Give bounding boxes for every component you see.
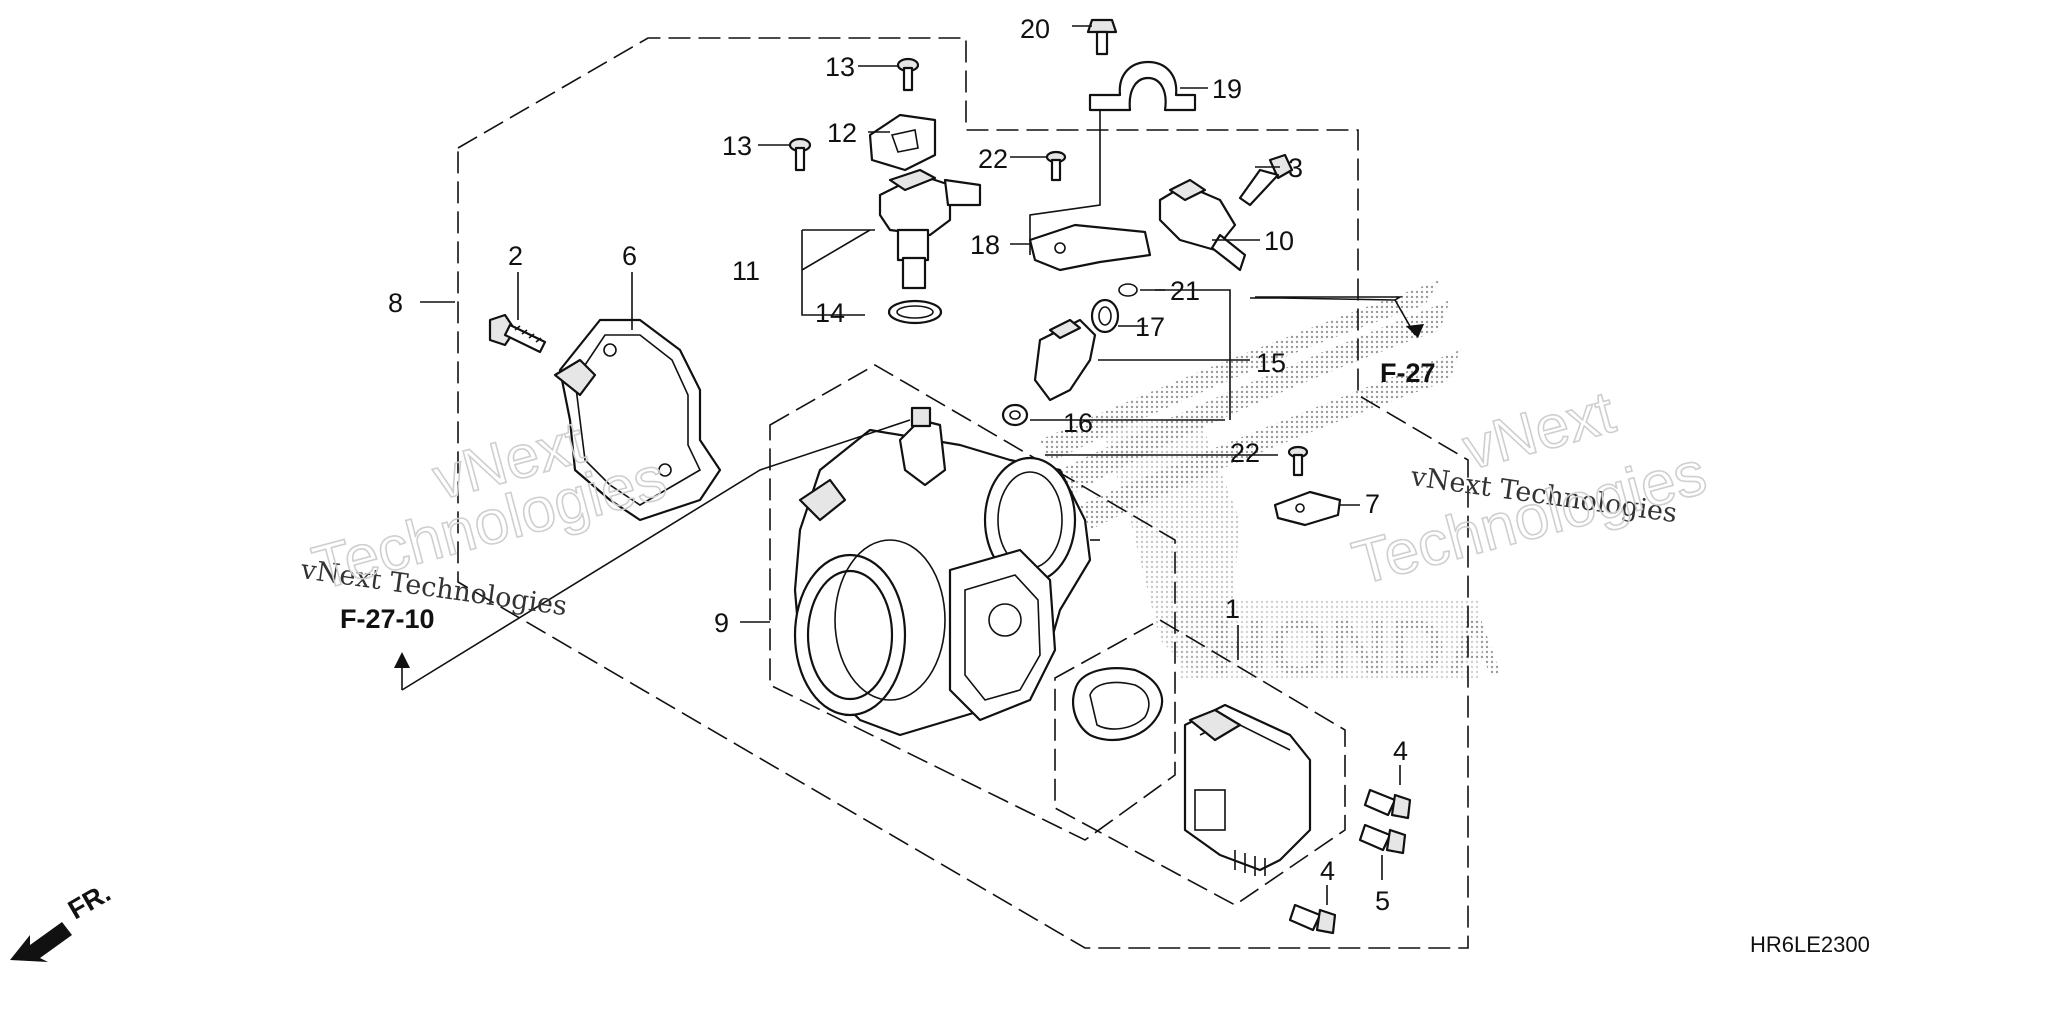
callout-16: 16 (1063, 408, 1093, 438)
cover-part-6 (553, 318, 722, 522)
sensor-part-11 (878, 168, 982, 290)
callout-13-upper: 13 (825, 52, 855, 82)
callout-4-lower: 4 (1320, 856, 1335, 886)
sensor-part-10 (1158, 178, 1247, 272)
reference-label-left: F-27-10 (340, 604, 435, 634)
callout-8: 8 (388, 288, 403, 318)
throttle-body-outline-9 (769, 364, 1176, 841)
arrow-up-icon (394, 652, 410, 668)
bracket-part-18 (1028, 223, 1152, 272)
sensor-outline-1 (1054, 619, 1346, 906)
plate-part-12 (868, 113, 937, 172)
callout-7: 7 (1365, 489, 1380, 519)
o-ring-part-21 (1118, 283, 1138, 297)
callout-4-upper: 4 (1393, 736, 1408, 766)
callout-10: 10 (1264, 226, 1294, 256)
arrow-down-right-icon (1406, 324, 1424, 338)
callout-12: 12 (827, 118, 857, 148)
gasket-part (1072, 667, 1164, 742)
diagram-code: HR6LE2300 (1750, 932, 1870, 957)
callout-6: 6 (622, 241, 637, 271)
bolt-part-4-lower (1288, 903, 1337, 935)
callout-11: 11 (732, 256, 760, 286)
callout-1: 1 (1225, 594, 1240, 624)
leader-lines (401, 25, 1416, 905)
seal-part-16 (1001, 403, 1029, 427)
callout-17: 17 (1135, 312, 1165, 342)
callout-22-lower: 22 (1230, 438, 1260, 468)
callout-5: 5 (1375, 886, 1390, 916)
honda-wing-watermark: HONDA (1040, 280, 1503, 692)
o-ring-part-17 (1090, 298, 1120, 334)
throttle-body-part-9 (793, 406, 1092, 737)
callout-15: 15 (1256, 348, 1286, 378)
sensor-part-1 (1183, 703, 1312, 876)
bolt-part-4-upper (1363, 788, 1412, 820)
honda-brand-watermark: HONDA (1210, 603, 1503, 692)
screw-part-22-upper (1045, 150, 1067, 182)
callout-21: 21 (1170, 276, 1200, 306)
bolt-part-2 (488, 313, 547, 354)
clamp-part-19 (1088, 60, 1197, 112)
callout-19: 19 (1212, 74, 1242, 104)
callout-3: 3 (1288, 153, 1303, 183)
callout-14: 14 (815, 298, 845, 328)
bolt-part-5 (1358, 823, 1407, 855)
injector-part-15 (1033, 318, 1097, 402)
bolt-part-3 (1238, 153, 1294, 207)
callout-22-upper: 22 (978, 144, 1008, 174)
reference-label-right: F-27 (1380, 358, 1436, 388)
callout-18: 18 (970, 230, 1000, 260)
callout-20: 20 (1020, 14, 1050, 44)
callout-2: 2 (508, 241, 523, 271)
bracket-part-7 (1273, 490, 1342, 527)
bolt-part-20 (1086, 18, 1118, 56)
callout-labels: 1 2 3 4 4 5 6 7 8 9 10 11 12 13 13 14 15… (388, 14, 1408, 916)
assembly-outline-8 (457, 37, 1469, 949)
screw-part-13-lower (788, 137, 812, 172)
o-ring-part-14 (887, 299, 943, 325)
front-label: FR. (63, 877, 116, 925)
callout-9: 9 (714, 608, 729, 638)
front-arrow-icon (10, 922, 72, 962)
callout-13-lower: 13 (722, 131, 752, 161)
screw-part-22-lower (1287, 445, 1309, 477)
screw-part-13-upper (896, 57, 920, 92)
